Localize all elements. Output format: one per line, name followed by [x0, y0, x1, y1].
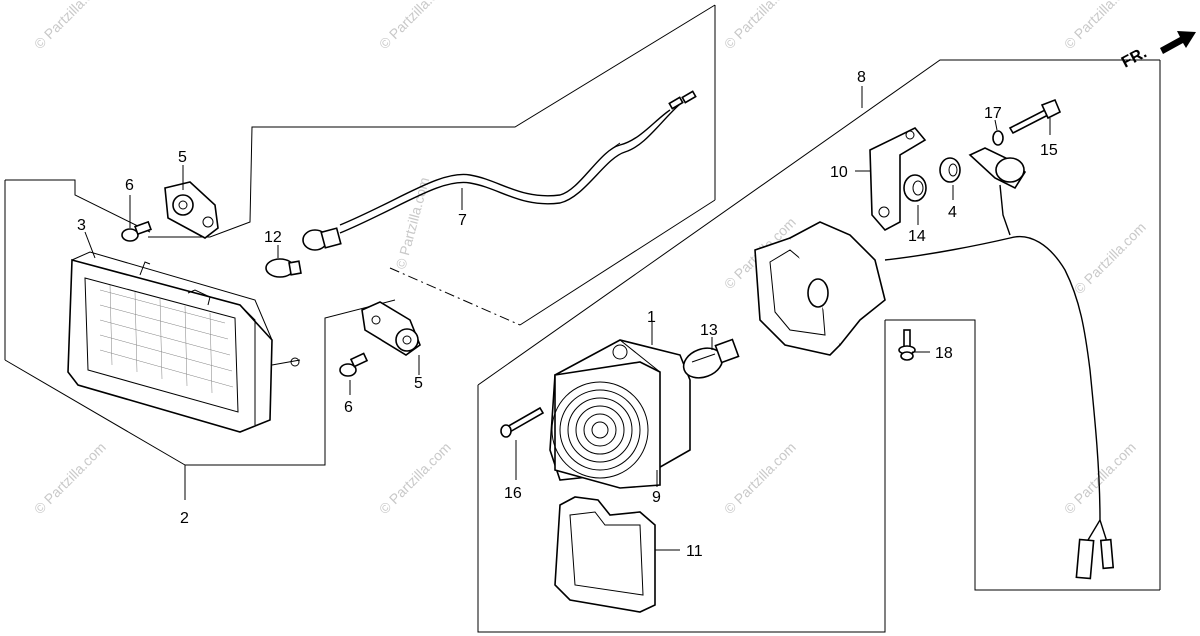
callout-7: 7 [458, 212, 467, 229]
collar [939, 157, 961, 183]
callout-8: 8 [857, 69, 866, 86]
bolt [1008, 98, 1062, 135]
watermark: © Partzilla.com [721, 439, 799, 517]
lamp-gasket [554, 496, 656, 613]
rear-lamp-bulb [682, 338, 740, 379]
callout-2: 2 [180, 510, 189, 527]
mount-bracket [869, 127, 927, 232]
watermark: © Partzilla.com [1071, 219, 1149, 297]
callout-6-upper: 6 [125, 177, 134, 194]
front-direction-indicator: FR. [1119, 31, 1196, 72]
front-label: FR. [1119, 44, 1150, 71]
rear-harness-connectors [1075, 519, 1115, 580]
bulb-socket-harness [302, 90, 697, 251]
headlight-assembly-outline [4, 4, 716, 500]
watermark: © Partzilla.com [376, 0, 454, 52]
rear-lamp-body [549, 339, 691, 489]
callout-5-upper: 5 [178, 149, 187, 166]
screw-upper [121, 220, 152, 242]
watermark: © Partzilla.com [376, 439, 454, 517]
callout-16: 16 [504, 485, 522, 502]
callout-4: 4 [948, 204, 957, 221]
lens-rings [551, 381, 649, 479]
callout-12: 12 [264, 229, 282, 246]
callout-17: 17 [984, 105, 1002, 122]
watermark: © Partzilla.com [1061, 0, 1139, 52]
front-arrow-icon [1160, 31, 1196, 54]
grommet [903, 174, 927, 202]
bracket-lower [361, 301, 421, 356]
callout-1: 1 [647, 309, 656, 326]
callout-11: 11 [686, 543, 703, 560]
callout-9: 9 [652, 489, 661, 506]
callout-13: 13 [700, 322, 718, 339]
watermark: © Partzilla.com [392, 176, 432, 271]
headlight-lens [67, 251, 301, 433]
rear-socket-housing [754, 221, 1101, 521]
callout-14: 14 [908, 228, 926, 245]
callout-6-lower: 6 [344, 399, 353, 416]
callout-3: 3 [77, 217, 86, 234]
callout-15: 15 [1040, 142, 1058, 159]
watermark: © Partzilla.com [31, 439, 109, 517]
watermark: © Partzilla.com [721, 0, 799, 52]
lamp-screw [500, 406, 545, 438]
screw-lower [339, 352, 369, 377]
callout-5-lower: 5 [414, 375, 423, 392]
callout-10: 10 [830, 164, 848, 181]
ground-terminal [968, 130, 1027, 236]
small-bolt [898, 329, 916, 361]
callout-labels: 3 5 6 12 7 5 6 2 8 1 13 9 16 11 10 14 4 … [77, 69, 1058, 560]
rearlight-assembly-outline [477, 59, 1161, 633]
leader-lines [84, 118, 1051, 551]
bracket-upper [164, 181, 219, 239]
watermark: © Partzilla.com [31, 0, 109, 52]
headlight-bulb [265, 258, 302, 278]
callout-18: 18 [935, 345, 953, 362]
